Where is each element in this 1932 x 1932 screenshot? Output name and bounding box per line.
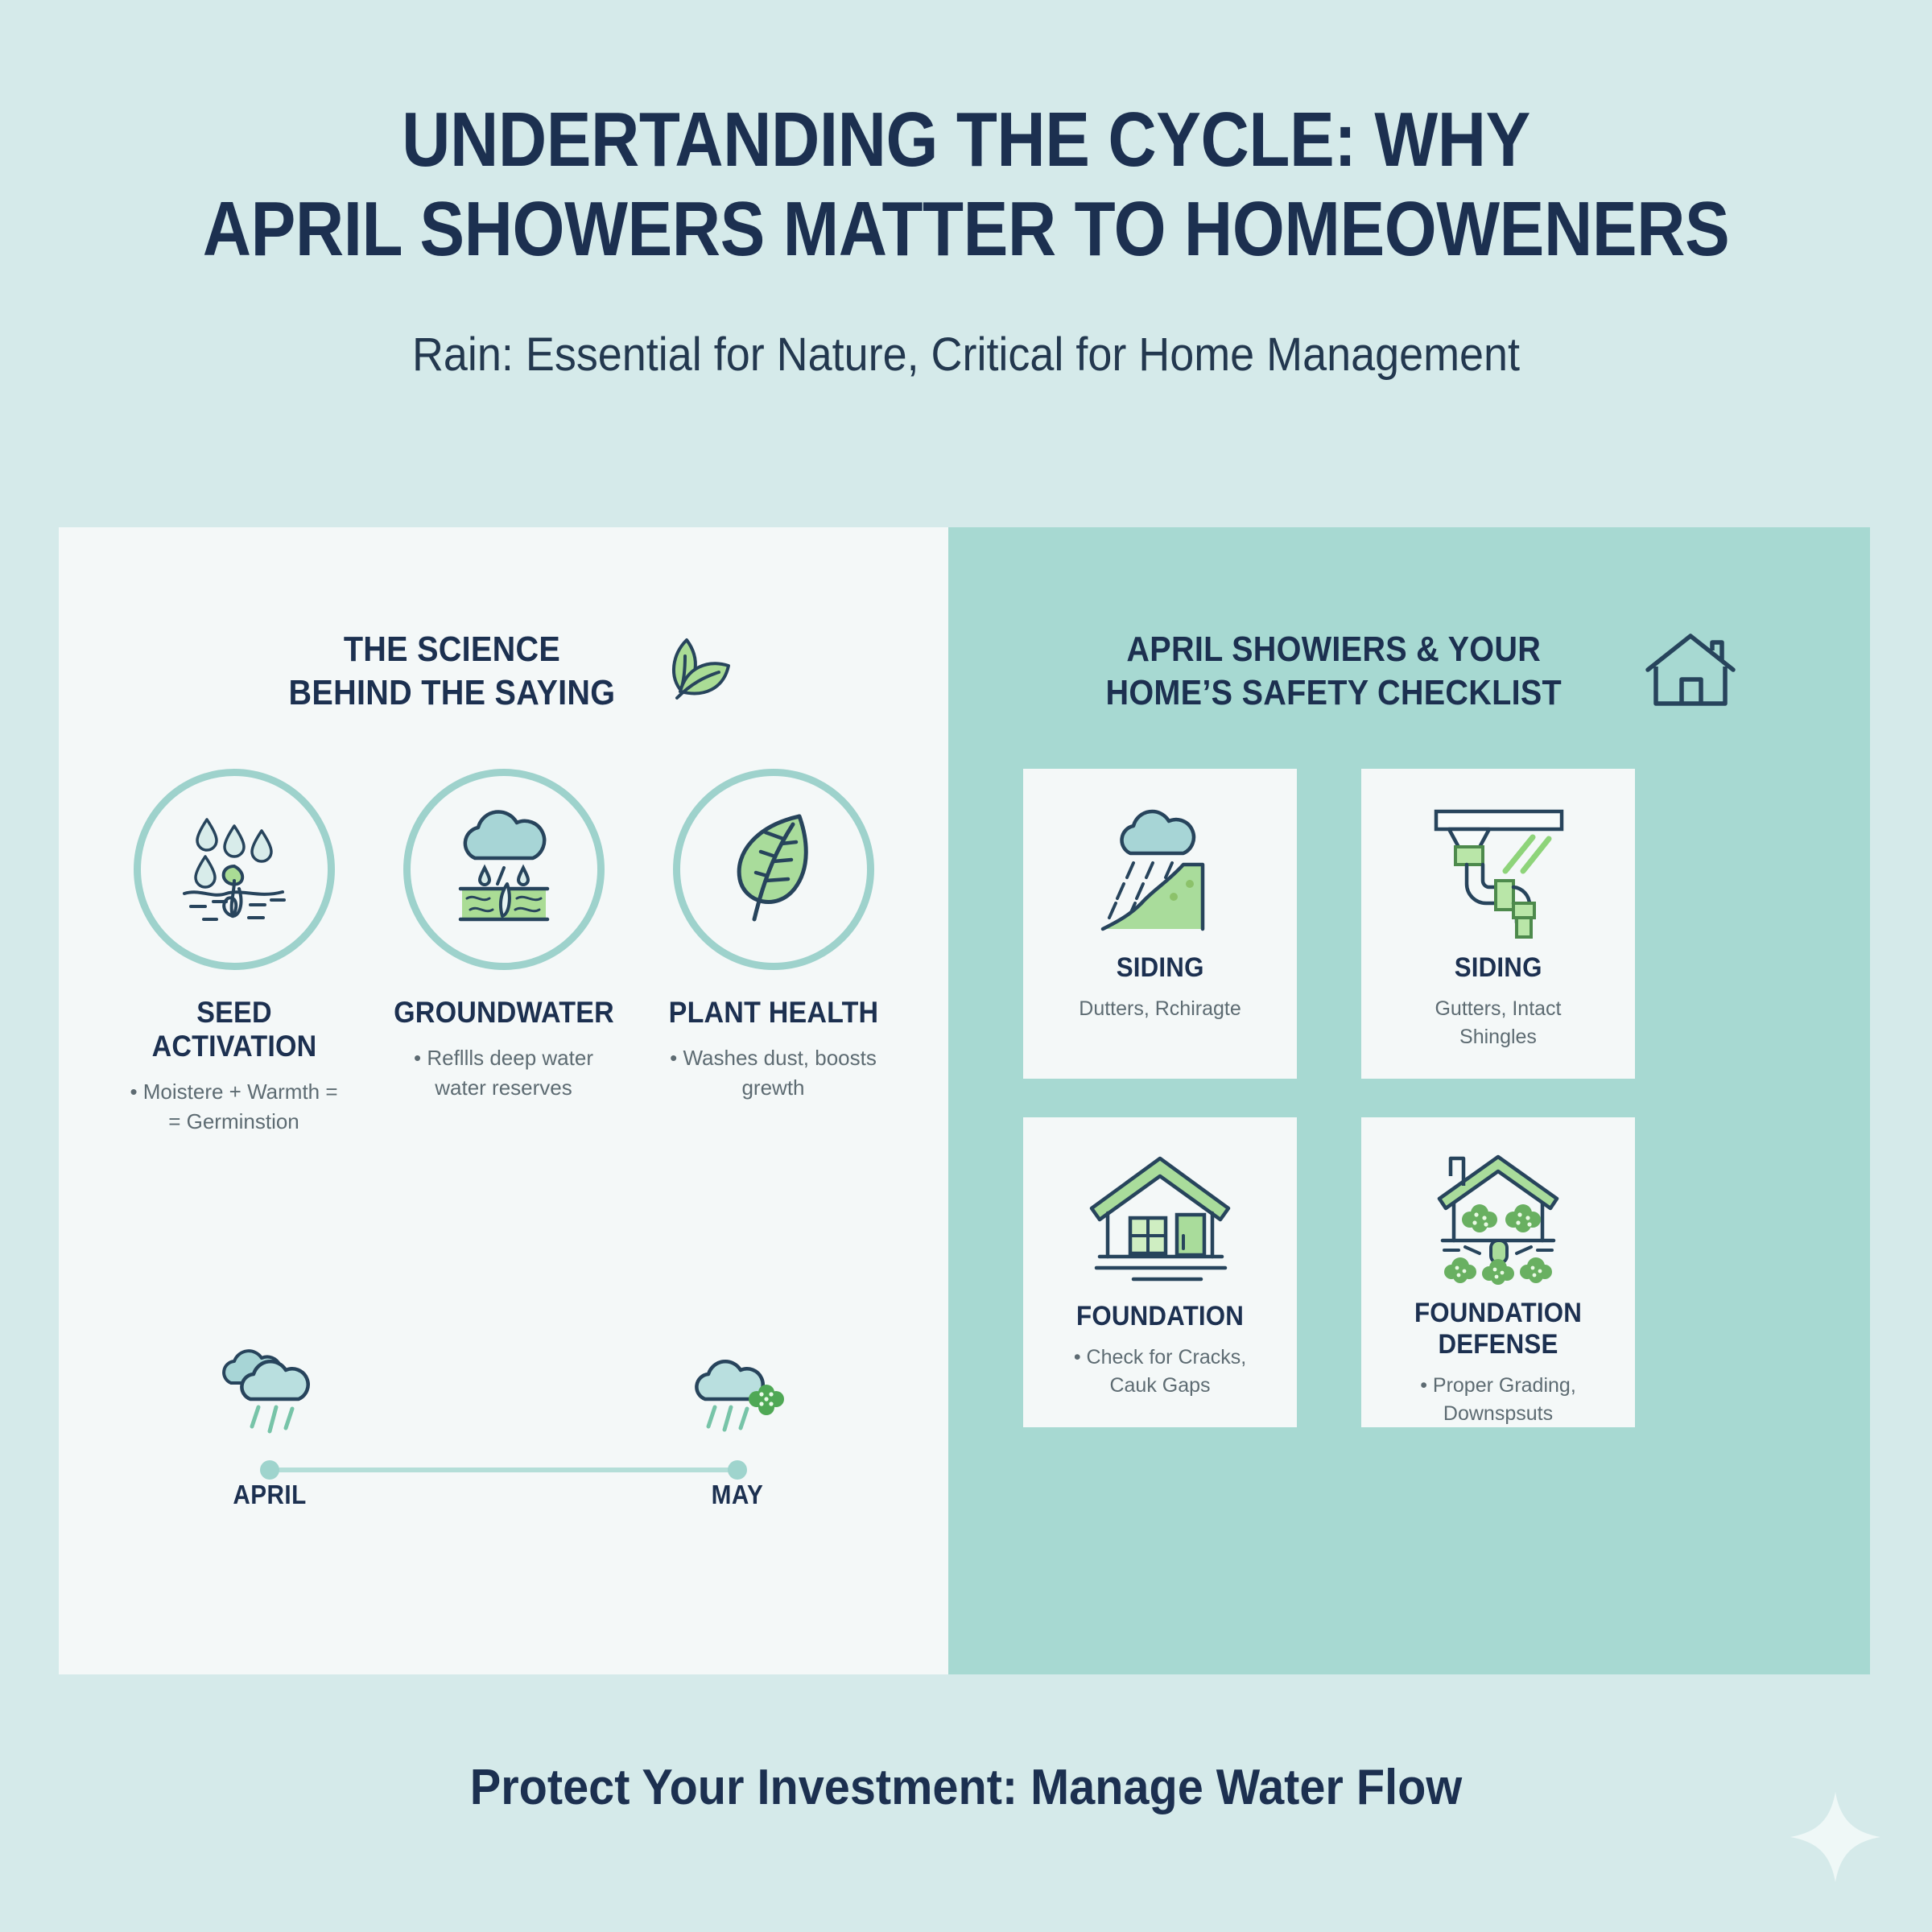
page-title-line-1: UNDERTANDING THE CYCLE: WHY <box>402 97 1530 183</box>
house-foundation-icon <box>1084 1145 1236 1298</box>
page-subtitle: Rain: Essential for Nature, Critical for… <box>411 328 1521 381</box>
rain-slope-erosion-icon <box>1084 796 1236 949</box>
card-title: FOUNDATION <box>1075 1301 1245 1331</box>
card-desc-line-2: Downspsuts <box>1443 1402 1554 1425</box>
timeline-start-label: APRIL <box>233 1480 307 1509</box>
checklist-card-gutters[interactable]: SIDING Gutters, Intact Shingles <box>1361 769 1635 1079</box>
circle-desc-line-2: grewth <box>741 1075 805 1100</box>
rain-cloud-groundwater-icon <box>440 803 568 936</box>
checklist-cards: SIDING Dutters, Rchiragte <box>1023 769 1715 1427</box>
cloud-flower-icon <box>681 1360 794 1452</box>
science-circle-seed-activation: SEED ACTIVATION • Moistere + Warmth = = … <box>109 769 359 1137</box>
card-desc-line-2: Shingles <box>1459 1025 1537 1048</box>
card-description: Dutters, Rchiragte <box>1067 995 1252 1023</box>
checklist-card-siding-erosion[interactable]: SIDING Dutters, Rchiragte <box>1023 769 1297 1079</box>
sparkle-icon <box>1787 1789 1884 1885</box>
circle-desc-line-1: • Refllls deep water <box>414 1046 593 1070</box>
circle-desc-line-1: • Moistere + Warmth = <box>130 1080 338 1104</box>
card-description: • Proper Grading, Downspsuts <box>1409 1372 1587 1427</box>
leaf-icon <box>709 803 838 936</box>
circle-description: • Washes dust, boosts grewth <box>649 1043 898 1103</box>
checklist-panel-header: APRIL SHOWIERS & YOUR HOME’S SAFETY CHEC… <box>948 628 1870 714</box>
science-circle-plant-health: PLANT HEALTH • Washes dust, boosts grewt… <box>649 769 898 1137</box>
checklist-heading-line-1: APRIL SHOWIERS & YOUR <box>1126 630 1541 669</box>
circle-description: • Refllls deep water water reserves <box>379 1043 629 1103</box>
checklist-card-foundation[interactable]: FOUNDATION • Check for Cracks, Cauk Gaps <box>1023 1117 1297 1427</box>
science-circles: SEED ACTIVATION • Moistere + Warmth = = … <box>99 769 908 1137</box>
rain-clouds-icon <box>213 1349 326 1452</box>
circle-desc-line-1: • Washes dust, boosts <box>670 1046 877 1070</box>
card-desc-line-1: Gutters, Intact <box>1435 997 1562 1020</box>
card-desc-line-1: • Check for Cracks, <box>1073 1346 1247 1368</box>
circle-desc-line-2: = Germinstion <box>168 1108 299 1133</box>
circle-ring <box>672 769 874 970</box>
checklist-card-foundation-defense[interactable]: FOUNDATION DEFENSE • Proper Grading, Dow… <box>1361 1117 1635 1427</box>
house-outline-icon <box>1643 630 1738 712</box>
leaves-icon <box>656 632 737 710</box>
page-header: UNDERTANDING THE CYCLE: WHY APRIL SHOWER… <box>0 0 1932 382</box>
circle-ring <box>133 769 335 970</box>
science-heading-line-1: THE SCIENCE <box>343 630 561 669</box>
season-timeline: APRIL <box>212 1344 795 1521</box>
card-title: SIDING <box>1116 952 1204 983</box>
card-description: Gutters, Intact Shingles <box>1423 995 1572 1051</box>
card-description: • Check for Cracks, Cauk Gaps <box>1063 1344 1257 1399</box>
circle-desc-line-2: water reserves <box>435 1075 572 1100</box>
science-circle-groundwater: GROUNDWATER • Refllls deep water water r… <box>379 769 629 1137</box>
timeline-start-dot <box>260 1460 279 1480</box>
card-title: SIDING <box>1454 952 1542 983</box>
timeline-node-april: APRIL <box>173 1344 366 1509</box>
panels-container: THE SCIENCE BEHIND THE SAYING <box>59 527 1870 1674</box>
page-title: UNDERTANDING THE CYCLE: WHY APRIL SHOWER… <box>126 95 1806 275</box>
circle-label: SEED ACTIVATION <box>151 996 316 1063</box>
page-title-line-2: APRIL SHOWERS MATTER TO HOMEOWENERS <box>202 186 1730 273</box>
science-heading-line-2: BEHIND THE SAYING <box>288 672 616 712</box>
card-desc-line-1: Dutters, Rchiragte <box>1079 997 1241 1020</box>
science-panel-header: THE SCIENCE BEHIND THE SAYING <box>59 628 948 714</box>
gutter-downspout-icon <box>1422 796 1575 949</box>
circle-label: GROUNDWATER <box>393 996 614 1029</box>
science-panel: THE SCIENCE BEHIND THE SAYING <box>59 527 948 1674</box>
house-grading-shrubs-icon <box>1422 1145 1575 1294</box>
footer-tagline: Protect Your Investment: Manage Water Fl… <box>469 1760 1463 1815</box>
timeline-node-may: MAY <box>641 1344 834 1509</box>
circle-ring <box>402 769 605 970</box>
checklist-panel: APRIL SHOWIERS & YOUR HOME’S SAFETY CHEC… <box>948 527 1870 1674</box>
circle-label: PLANT HEALTH <box>668 996 878 1029</box>
card-desc-line-2: Cauk Gaps <box>1109 1373 1211 1397</box>
checklist-heading-line-2: HOME’S SAFETY CHECKLIST <box>1105 672 1562 712</box>
timeline-end-dot <box>728 1460 747 1480</box>
card-desc-line-1: • Proper Grading, <box>1420 1374 1576 1397</box>
timeline-track <box>268 1468 739 1472</box>
timeline-end-label: MAY <box>711 1480 764 1509</box>
seed-sprout-rain-icon <box>170 803 299 936</box>
circle-description: • Moistere + Warmth = = Germinstion <box>109 1077 359 1137</box>
card-title: FOUNDATION DEFENSE <box>1414 1298 1583 1360</box>
